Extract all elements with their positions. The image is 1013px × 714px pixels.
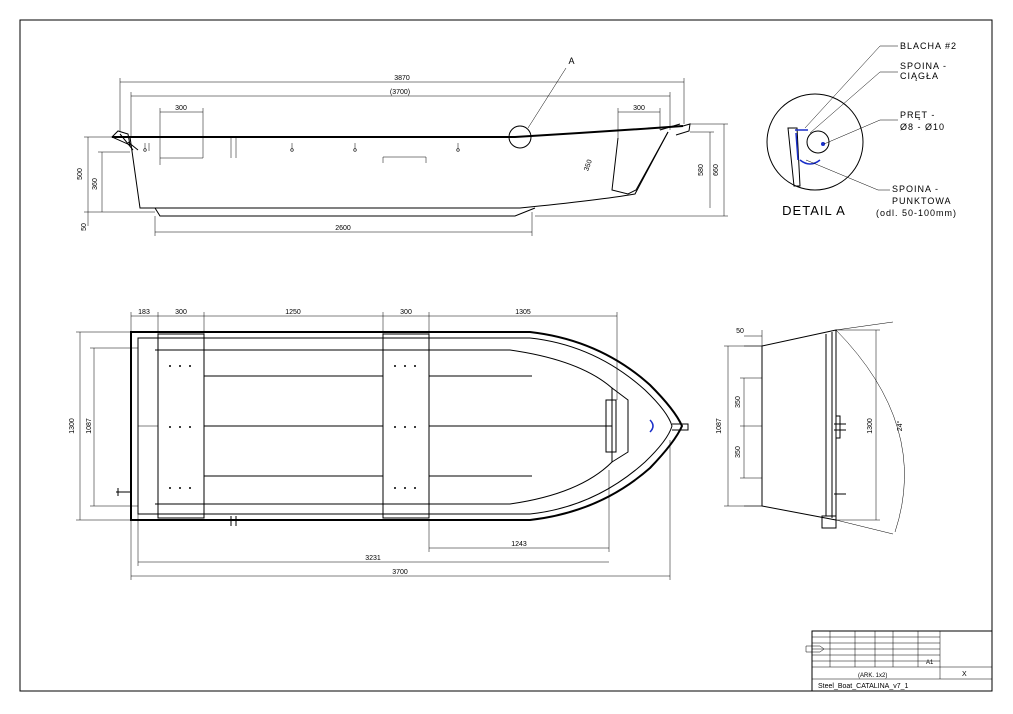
dim-3700-ref: (3700)	[390, 89, 410, 96]
dim-580: 580	[698, 164, 705, 176]
dim-500: 500	[77, 168, 84, 180]
dim-183: 183	[138, 309, 150, 316]
dim-1243: 1243	[511, 541, 527, 548]
dim-3231: 3231	[365, 555, 381, 562]
drawing-frame	[19, 19, 993, 692]
label-spoina-punkt-2: PUNKTOWA	[892, 196, 952, 206]
dim-50-front: 50	[736, 328, 744, 335]
dim-300-left: 300	[175, 105, 187, 112]
dim-350-side: 350	[583, 159, 594, 172]
detail-a-view: DETAIL A BLACHA #2 SPOINA - CIĄGŁA PRĘT …	[766, 41, 957, 218]
label-spoina-ciagla-2: CIĄGŁA	[900, 71, 939, 81]
drawing-name: Steel_Boat_CATALINA_v7_1	[818, 683, 909, 690]
dim-1087-front: 1087	[716, 418, 723, 434]
sheet-mark: X	[962, 671, 967, 678]
dim-300-b: 300	[400, 309, 412, 316]
dim-1300-front: 1300	[867, 418, 874, 434]
dim-350-front-a: 350	[735, 396, 742, 408]
dim-660: 660	[713, 164, 720, 176]
dim-3870: 3870	[394, 75, 410, 82]
scale-note: (ARK. 1x2)	[858, 673, 887, 679]
sheet-num: A1	[926, 660, 934, 666]
front-view: 50 1087 350 350 1300 24°	[716, 321, 905, 535]
label-blacha: BLACHA #2	[900, 41, 957, 51]
dim-300-a: 300	[175, 309, 187, 316]
label-pret-2: Ø8 - Ø10	[900, 122, 945, 132]
label-spoina-punkt-1: SPOINA -	[892, 184, 939, 194]
dim-50-side: 50	[81, 223, 88, 231]
label-spoina-ciagla-1: SPOINA -	[900, 61, 947, 71]
top-view: 183 300 1250 300 1305 1300 1087 1243 323…	[69, 309, 689, 580]
label-spoina-punkt-3: (odl. 50-100mm)	[876, 208, 957, 218]
callout-label-a: A	[568, 56, 575, 66]
dim-1300: 1300	[69, 418, 76, 434]
side-view: 3870 (3700) 300 300 500 360 350 580 660 …	[77, 56, 728, 236]
label-pret-1: PRĘT -	[900, 110, 935, 120]
dim-1305: 1305	[515, 309, 531, 316]
dim-angle: 24°	[896, 421, 904, 432]
title-block: (ARK. 1x2) Steel_Boat_CATALINA_v7_1 X A1	[805, 630, 993, 692]
dim-360: 360	[92, 178, 99, 190]
detail-a-title: DETAIL A	[782, 203, 846, 218]
dim-350-front-b: 350	[735, 446, 742, 458]
dim-1250: 1250	[285, 309, 301, 316]
dim-1087: 1087	[86, 418, 93, 434]
dim-2600: 2600	[335, 225, 351, 232]
detail-a-callout-circle	[508, 125, 532, 149]
dim-3700: 3700	[392, 569, 408, 576]
dim-300-right: 300	[633, 105, 645, 112]
